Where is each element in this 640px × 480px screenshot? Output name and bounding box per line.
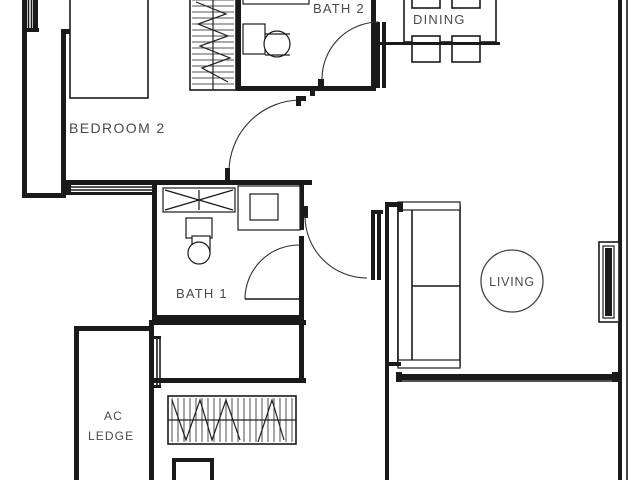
shower-bath-1 [162,187,236,213]
dining-chair-2 [451,0,481,9]
room-label-living: LIVING [489,275,535,289]
dining-chair-3 [411,35,441,63]
bath-2-walls [236,0,376,96]
room-label-bedroom-2: BEDROOM 2 [69,120,166,136]
living-corner-jog-2 [385,362,401,366]
basin-bath-1 [237,185,301,231]
lower-stub-wall [172,458,214,480]
dining-chair-4 [451,35,481,63]
window-bedroom-2-west [22,0,39,32]
sofa-living [397,201,461,369]
window-bedroom-2-south [66,180,154,195]
wardrobe-lower [167,395,297,445]
room-label-bath-1: BATH 1 [176,286,228,301]
dining-area [376,0,500,63]
room-label-ledge: LEDGE [88,429,134,443]
living-corner-jog [385,202,403,212]
toilet-bath-2 [242,23,291,58]
door-bath-1[interactable] [244,244,300,300]
wardrobe-bedroom-2 [189,0,237,91]
window-living-south [396,372,620,382]
column-living-east [598,241,620,323]
living-marker: LIVING [480,249,544,313]
room-label-bath-2: BATH 2 [313,1,365,16]
bed-bedroom-2 [69,0,149,99]
door-corridor[interactable] [300,206,383,280]
room-label-ac: AC [104,409,123,423]
counter-bath-2 [242,0,310,5]
door-bedroom-2[interactable] [225,96,306,184]
bath-1-walls [152,180,304,320]
dining-chair-1 [411,0,441,9]
room-label-dining: DINING [413,12,466,27]
ac-ledge-walls [74,320,154,480]
door-bath-2[interactable] [318,21,386,88]
lower-room-walls [154,320,306,383]
toilet-bath-1 [185,217,213,265]
